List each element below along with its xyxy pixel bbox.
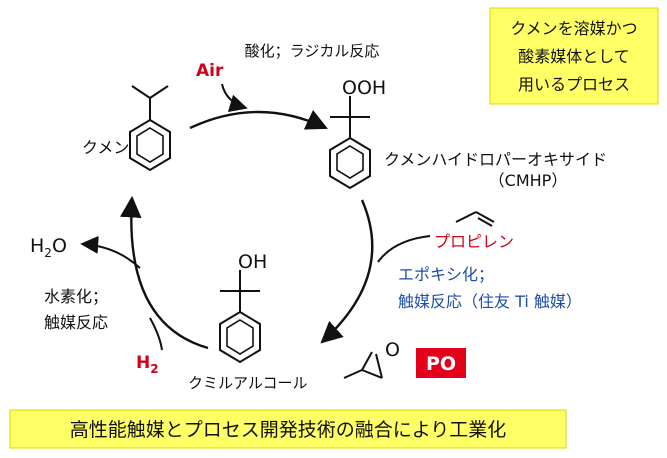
cumyl-alcohol-label: クミルアルコール — [188, 374, 308, 392]
epoxidation-arrow — [320, 199, 374, 344]
cmhp-name-label: クメンハイドロパーオキサイド — [384, 150, 607, 169]
footer-banner-background — [9, 409, 567, 449]
po-badge-background — [416, 348, 466, 378]
propylene-input-line — [377, 235, 431, 263]
hydrogen-label: H2 — [136, 353, 159, 376]
cmhp-abbr-label: （CMHP） — [489, 171, 568, 190]
hydrogen-input-line — [149, 317, 163, 351]
cumyl-alcohol-oh-label: OH — [238, 251, 267, 273]
process-note-box: クメンを溶媒かつ 酸素媒体として 用いるプロセス — [489, 7, 659, 105]
cumene-molecule — [129, 85, 171, 172]
cumyl-alcohol-ring-inner — [226, 319, 254, 355]
propylene-oxide-molecule — [343, 351, 383, 379]
footer-banner: 高性能触媒とプロセス開発技術の融合により工業化 — [9, 409, 567, 449]
hydrogenation-arrow — [119, 195, 209, 350]
cmhp-ooh-label: OOH — [342, 77, 386, 99]
water-label: H2O — [30, 235, 67, 260]
process-note-line-3: 用いるプロセス — [518, 75, 630, 94]
oxidation-arrow — [189, 109, 328, 130]
epoxidation-catalyst-label: 触媒反応（住友 Ti 触媒） — [398, 292, 582, 311]
footer-text: 高性能触媒とプロセス開発技術の融合により工業化 — [70, 419, 507, 441]
cmhp-molecule — [329, 96, 371, 190]
process-note-line-2: 酸素媒体として — [518, 47, 630, 66]
cumene-ring-inner — [136, 127, 164, 163]
propylene-label: プロピレン — [434, 232, 514, 251]
po-badge: PO — [416, 348, 466, 378]
hydrogenation-label: 水素化； — [44, 287, 108, 306]
process-note-background — [489, 7, 659, 105]
cumyl-alcohol-ring — [219, 310, 261, 364]
po-badge-label: PO — [426, 353, 456, 375]
process-note-line-1: クメンを溶媒かつ — [510, 19, 637, 38]
oxidation-label: 酸化；ラジカル反応 — [245, 42, 380, 60]
cmhp-ring — [329, 136, 371, 190]
cmhp-ring-inner — [336, 145, 364, 179]
cumyl-alcohol-molecule — [219, 270, 261, 364]
epoxidation-label: エポキシ化； — [398, 265, 494, 284]
cumene-ring — [129, 118, 171, 172]
epoxide-oxygen-label: O — [385, 339, 400, 361]
air-input-arrow — [221, 83, 248, 112]
cumene-label: クメン — [82, 138, 129, 157]
hydrogenation-catalyst-label: 触媒反応 — [44, 313, 108, 332]
propylene-molecule — [455, 211, 495, 227]
water-output-arrow — [80, 235, 141, 269]
air-label: Air — [196, 61, 224, 81]
